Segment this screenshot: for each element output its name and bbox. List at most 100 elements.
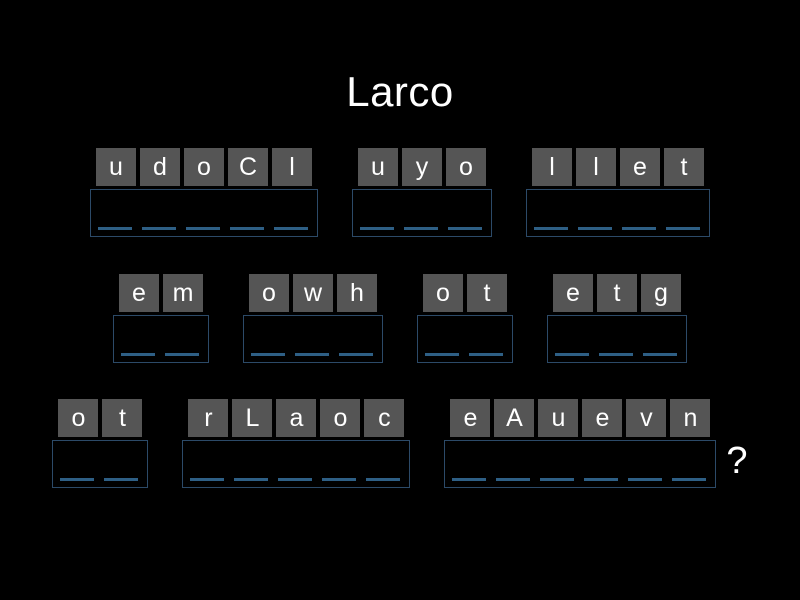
- letter-tile[interactable]: o: [249, 274, 289, 312]
- letter-tile[interactable]: l: [576, 148, 616, 186]
- letter-tile[interactable]: l: [272, 148, 312, 186]
- letter-tile[interactable]: g: [641, 274, 681, 312]
- answer-slot[interactable]: [162, 316, 202, 356]
- letter-tile[interactable]: t: [664, 148, 704, 186]
- answer-slot[interactable]: [575, 190, 615, 230]
- answer-dropzone[interactable]: [417, 315, 513, 363]
- answer-slot[interactable]: [445, 190, 485, 230]
- answer-dropzone[interactable]: [182, 440, 411, 488]
- answer-slot[interactable]: [95, 190, 135, 230]
- answer-slot-underline: [404, 227, 438, 230]
- answer-slot[interactable]: [531, 190, 571, 230]
- letter-tile[interactable]: a: [276, 399, 317, 437]
- letter-tile[interactable]: e: [119, 274, 159, 312]
- answer-slot[interactable]: [619, 190, 659, 230]
- letter-tile[interactable]: u: [96, 148, 136, 186]
- answer-slot[interactable]: [669, 441, 709, 481]
- answer-dropzone[interactable]: [113, 315, 209, 363]
- letter-tile[interactable]: t: [597, 274, 637, 312]
- answer-dropzone[interactable]: [547, 315, 687, 363]
- answer-slot-underline: [448, 227, 482, 230]
- answer-slot[interactable]: [537, 441, 577, 481]
- answer-slot[interactable]: [663, 190, 703, 230]
- letter-tile[interactable]: L: [232, 399, 273, 437]
- letter-tile[interactable]: v: [626, 399, 667, 437]
- answer-slot-underline: [534, 227, 568, 230]
- answer-dropzone[interactable]: [444, 440, 717, 488]
- answer-slot[interactable]: [596, 316, 636, 356]
- letter-tile[interactable]: c: [364, 399, 405, 437]
- answer-slot-underline: [578, 227, 612, 230]
- page-title: Larco: [346, 68, 454, 115]
- answer-slot[interactable]: [292, 316, 332, 356]
- answer-slot[interactable]: [271, 190, 311, 230]
- answer-slot[interactable]: [336, 316, 376, 356]
- letter-tile[interactable]: l: [532, 148, 572, 186]
- letter-tile[interactable]: C: [228, 148, 268, 186]
- answer-slot[interactable]: [57, 441, 97, 481]
- letter-tile[interactable]: A: [494, 399, 535, 437]
- answer-slot[interactable]: [493, 441, 533, 481]
- letter-tile[interactable]: u: [358, 148, 398, 186]
- letter-tile[interactable]: o: [184, 148, 224, 186]
- letter-tile[interactable]: r: [188, 399, 229, 437]
- letter-tile[interactable]: h: [337, 274, 377, 312]
- answer-slot[interactable]: [552, 316, 592, 356]
- letter-tile[interactable]: t: [467, 274, 507, 312]
- letter-tile[interactable]: o: [58, 399, 99, 437]
- letter-tile[interactable]: e: [582, 399, 623, 437]
- answer-slot[interactable]: [118, 316, 158, 356]
- answer-slot-underline: [190, 478, 225, 481]
- answer-slot[interactable]: [449, 441, 489, 481]
- letter-tile[interactable]: e: [620, 148, 660, 186]
- answer-dropzone[interactable]: [526, 189, 710, 237]
- letter-tile[interactable]: o: [423, 274, 463, 312]
- answer-slot[interactable]: [248, 316, 288, 356]
- letter-tile[interactable]: m: [163, 274, 203, 312]
- letter-tile[interactable]: o: [446, 148, 486, 186]
- letter-tile[interactable]: w: [293, 274, 333, 312]
- answer-slot[interactable]: [275, 441, 315, 481]
- letter-tile[interactable]: n: [670, 399, 711, 437]
- answer-slot[interactable]: [466, 316, 506, 356]
- letter-tile[interactable]: o: [320, 399, 361, 437]
- answer-slot[interactable]: [319, 441, 359, 481]
- letter-tile[interactable]: e: [450, 399, 491, 437]
- answer-slot[interactable]: [227, 190, 267, 230]
- answer-dropzone[interactable]: [352, 189, 492, 237]
- answer-slot[interactable]: [183, 190, 223, 230]
- answer-slot-underline: [186, 227, 220, 230]
- answer-slot[interactable]: [187, 441, 227, 481]
- answer-slot[interactable]: [581, 441, 621, 481]
- answer-slot[interactable]: [422, 316, 462, 356]
- answer-slot-underline: [360, 227, 394, 230]
- answer-slot-underline: [121, 353, 155, 356]
- answer-dropzone[interactable]: [90, 189, 318, 237]
- letter-tile[interactable]: u: [538, 399, 579, 437]
- letter-tile[interactable]: t: [102, 399, 143, 437]
- answer-slot[interactable]: [363, 441, 403, 481]
- answer-slot-underline: [672, 478, 707, 481]
- answer-dropzone[interactable]: [52, 440, 149, 488]
- letter-tile[interactable]: d: [140, 148, 180, 186]
- letter-tile[interactable]: y: [402, 148, 442, 186]
- answer-slot[interactable]: [625, 441, 665, 481]
- answer-slot[interactable]: [139, 190, 179, 230]
- answer-slot[interactable]: [357, 190, 397, 230]
- answer-slot[interactable]: [101, 441, 141, 481]
- answer-slot-underline: [555, 353, 589, 356]
- answer-slot[interactable]: [640, 316, 680, 356]
- answer-slot[interactable]: [401, 190, 441, 230]
- answer-dropzone[interactable]: [243, 315, 383, 363]
- answer-slot[interactable]: [231, 441, 271, 481]
- letter-tile[interactable]: e: [553, 274, 593, 312]
